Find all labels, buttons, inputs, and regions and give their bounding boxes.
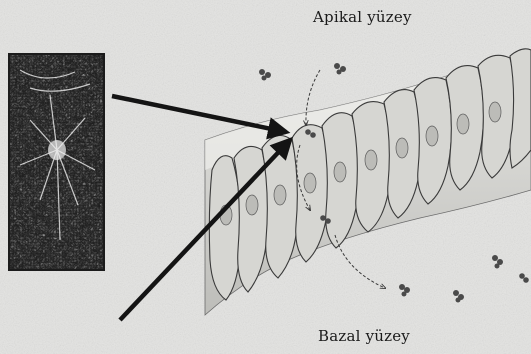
electron-micrograph [8,53,105,271]
basal-surface-label: Bazal yüzey [318,327,410,345]
apical-surface-label: Apikal yüzey [313,8,412,26]
